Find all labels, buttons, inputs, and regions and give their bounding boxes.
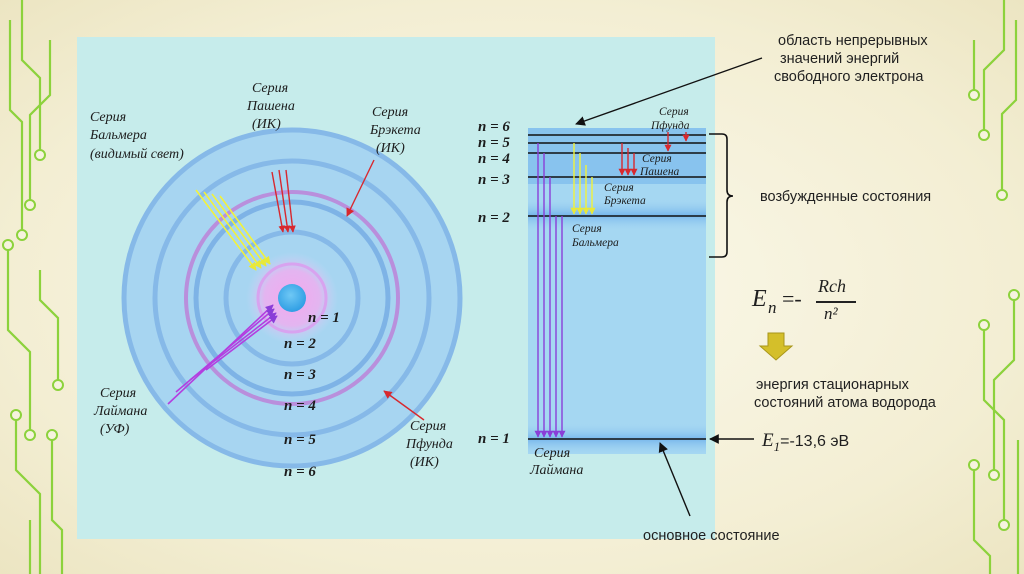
orbit-level-n2: n = 2 [284,336,316,352]
svg-text:Пфунда: Пфунда [650,120,690,132]
orbit-level-n6: n = 6 [284,464,316,480]
svg-text:Серия: Серия [372,105,408,120]
continuum-line-2: значений энергий [778,50,928,68]
energy-level-n5: n = 5 [478,135,510,151]
svg-text:Серия: Серия [604,182,634,194]
e1-symbol: E [762,430,774,451]
orbit-label-balmer: Серия Бальмера (видимый свет) [89,110,184,162]
orbit-level-n3: n = 3 [284,367,316,383]
orbit-level-n5: n = 5 [284,432,316,448]
energy-level-n1: n = 1 [478,431,510,447]
formula-numerator: Rch [818,276,846,297]
svg-text:Брэкета: Брэкета [369,123,421,138]
e1-formula: E1=-13,6 эВ [762,430,849,455]
formula-eq: =- [782,286,802,312]
band-upper [528,128,706,184]
svg-text:(УФ): (УФ) [100,422,130,437]
svg-text:(ИК): (ИК) [410,455,439,470]
formula-lhs-sub: n [768,298,777,318]
orbit-diagram: n = 1 n = 2 n = 3 n = 4 n = 5 n = 6 Сери… [89,81,462,480]
svg-text:Лаймана: Лаймана [93,404,147,419]
energy-level-n4: n = 4 [478,151,510,167]
svg-text:Пашена: Пашена [246,99,295,114]
svg-text:Серия: Серия [534,446,570,461]
formula-denominator: n² [824,304,838,324]
svg-text:(ИК): (ИК) [252,117,281,132]
continuum-line-3: свободного электрона [774,68,928,86]
ground-state-label: основное состояние [643,527,780,545]
energy-level-n3: n = 3 [478,172,510,188]
energy-diagram: n = 6 n = 5 n = 4 n = 3 n = 2 n = 1 Сери… [478,106,706,478]
energy-label-pfund: Серия Пфунда [650,106,690,132]
svg-text:Лаймана: Лаймана [529,463,583,478]
energy-level-n2: n = 2 [478,210,510,226]
svg-text:Пашена: Пашена [639,166,680,178]
orbit-label-lyman: Серия Лаймана (УФ) [93,386,147,437]
orbit-label-brackett: Серия Брэкета (ИК) [369,105,421,156]
svg-text:Серия: Серия [100,386,136,401]
svg-text:Серия: Серия [572,223,602,235]
excited-brace [709,134,733,257]
svg-text:Серия: Серия [90,110,126,125]
stationary-line-1: энергия стационарных [754,376,936,394]
svg-text:(видимый свет): (видимый свет) [90,147,184,162]
svg-text:Серия: Серия [252,81,288,96]
svg-text:Серия: Серия [410,419,446,434]
excited-states-label: возбужденные состояния [760,188,931,206]
continuum-line-1: область непрерывных [778,32,928,50]
orbit-label-pfund: Серия Пфунда (ИК) [405,419,453,470]
stationary-energy-annotation: энергия стационарных состояний атома вод… [754,376,936,412]
energy-level-n6: n = 6 [478,119,510,135]
svg-text:Пфунда: Пфунда [405,437,453,452]
svg-text:Бальмера: Бальмера [89,128,147,143]
svg-text:Брэкета: Брэкета [603,195,646,207]
orbit-level-n4: n = 4 [284,398,316,414]
stationary-line-2: состояний атома водорода [754,394,936,412]
svg-text:Серия: Серия [659,106,689,118]
svg-text:Бальмера: Бальмера [571,237,619,249]
formula-fraction-bar [816,301,856,303]
orbit-label-paschen: Серия Пашена (ИК) [246,81,295,132]
formula-down-arrow [760,333,792,360]
orbit-level-n1: n = 1 [308,310,340,326]
e1-value: =-13,6 эВ [780,433,849,450]
formula-lhs: E [752,286,767,313]
svg-text:Серия: Серия [642,153,672,165]
svg-text:(ИК): (ИК) [376,141,405,156]
continuum-annotation: область непрерывных значений энергий сво… [778,32,928,86]
nucleus [278,284,306,312]
